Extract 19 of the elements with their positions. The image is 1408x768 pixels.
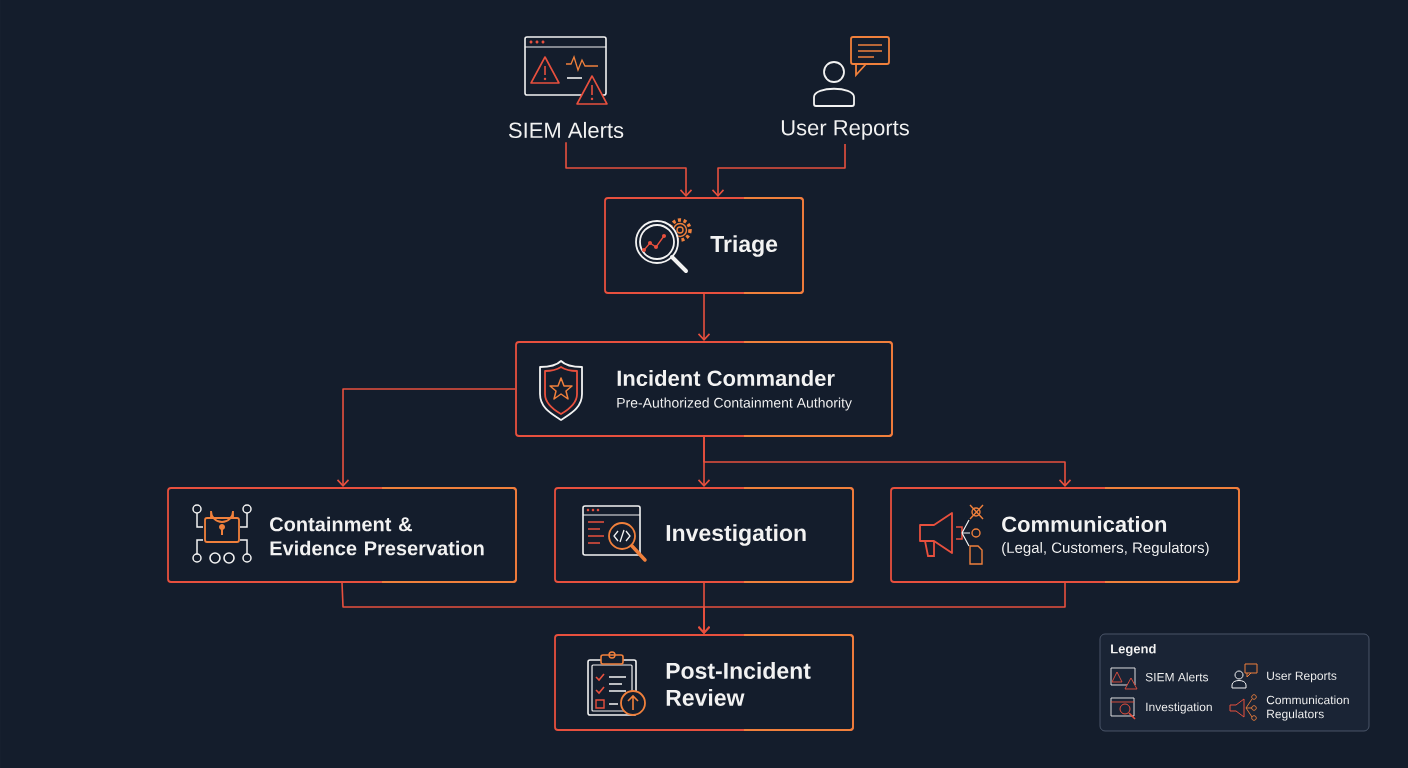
process-box: Communication (Legal, Customers, Regulators) — [890, 487, 1240, 583]
process-box: Incident Commander Pre-Authorized Containment Authority — [515, 341, 893, 437]
arrow — [565, 141, 693, 198]
legend-text: Communication Regulators — [1266, 695, 1349, 721]
arrow — [697, 293, 711, 342]
source-label: SIEM Alerts — [508, 121, 624, 139]
arrow — [711, 143, 846, 198]
legend-title: Legend — [1111, 643, 1156, 657]
legend-text: User Reports — [1267, 671, 1337, 683]
legend-text: SIEM Alerts — [1145, 672, 1209, 682]
arrow — [703, 436, 1072, 488]
process-box: Containment & Evidence Preservation — [167, 487, 517, 583]
source-label: User Reports — [781, 120, 909, 140]
process-box: Investigation — [554, 487, 854, 583]
arrow — [336, 388, 516, 488]
process-box: Triage — [604, 197, 804, 294]
legend-text: Investigation — [1146, 702, 1212, 714]
process-box: Post-Incident Review — [554, 634, 854, 731]
arrow — [697, 582, 1066, 635]
